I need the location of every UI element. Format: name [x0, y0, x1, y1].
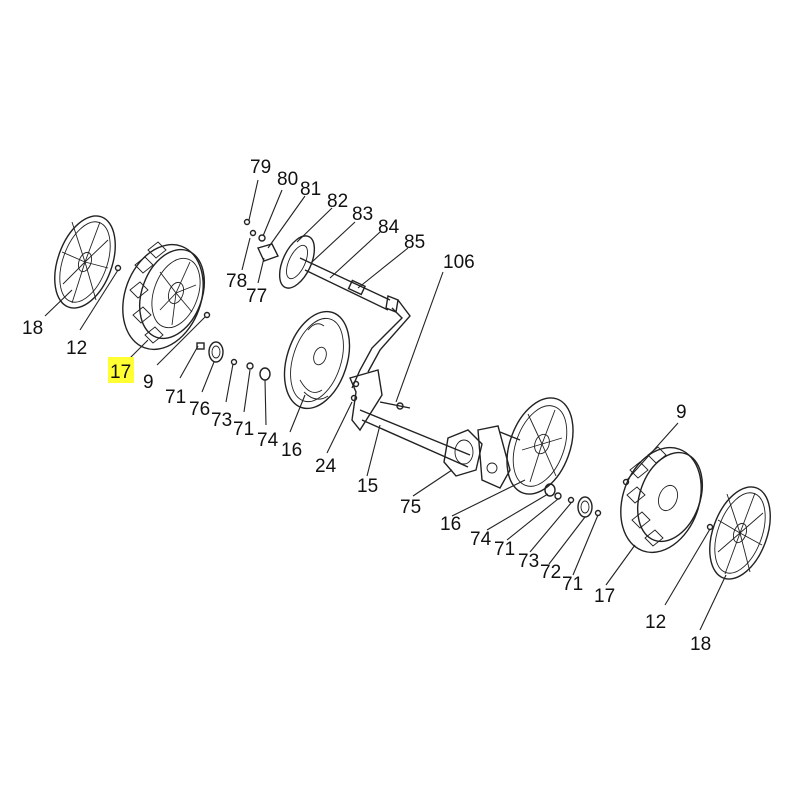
callout-15: 15 — [357, 476, 378, 497]
right-wheel — [620, 446, 703, 554]
callout-73-right: 73 — [518, 551, 539, 572]
callout-73-left: 73 — [211, 410, 232, 431]
callout-80: 80 — [277, 169, 298, 190]
callout-71-d: 71 — [562, 574, 583, 595]
leader-lines — [44, 179, 727, 631]
right-hub-cap — [709, 486, 771, 580]
callout-71-b: 71 — [233, 419, 254, 440]
right-drive-disc — [506, 397, 574, 495]
main-frame — [349, 299, 521, 489]
callout-9-left: 9 — [143, 372, 154, 393]
callout-83: 83 — [352, 204, 373, 225]
top-bracket-assembly — [243, 218, 399, 313]
left-wheel — [122, 241, 205, 351]
callout-79: 79 — [250, 157, 271, 178]
highlight-marker — [108, 357, 134, 383]
callout-75: 75 — [400, 497, 421, 518]
callout-18-left: 18 — [22, 318, 43, 339]
callout-24: 24 — [315, 456, 337, 477]
callout-74-right: 74 — [470, 529, 492, 550]
callout-71-c: 71 — [494, 539, 515, 560]
callout-84: 84 — [378, 217, 400, 238]
callout-82: 82 — [327, 191, 348, 212]
callout-76: 76 — [189, 399, 210, 420]
callout-72: 72 — [540, 562, 561, 583]
left-hub-cap — [54, 215, 116, 309]
callout-81: 81 — [300, 179, 321, 200]
callout-74-left: 74 — [257, 430, 279, 451]
callout-17-left: 17 — [110, 362, 131, 383]
callout-16-left: 16 — [281, 440, 302, 461]
left-drive-disc — [283, 310, 351, 410]
callout-12-left: 12 — [66, 338, 87, 359]
callout-labels: 79 80 81 82 83 84 85 106 78 77 18 12 17 … — [22, 157, 711, 655]
callout-106: 106 — [443, 252, 475, 273]
callout-12-right: 12 — [645, 612, 666, 633]
callout-77: 77 — [246, 286, 267, 307]
callout-78: 78 — [226, 271, 247, 292]
callout-17-right: 17 — [594, 586, 615, 607]
callout-9-right: 9 — [676, 402, 687, 423]
callout-71-a: 71 — [165, 387, 186, 408]
callout-85: 85 — [404, 232, 425, 253]
callout-16-right: 16 — [440, 514, 461, 535]
callout-18-right: 18 — [690, 634, 711, 655]
